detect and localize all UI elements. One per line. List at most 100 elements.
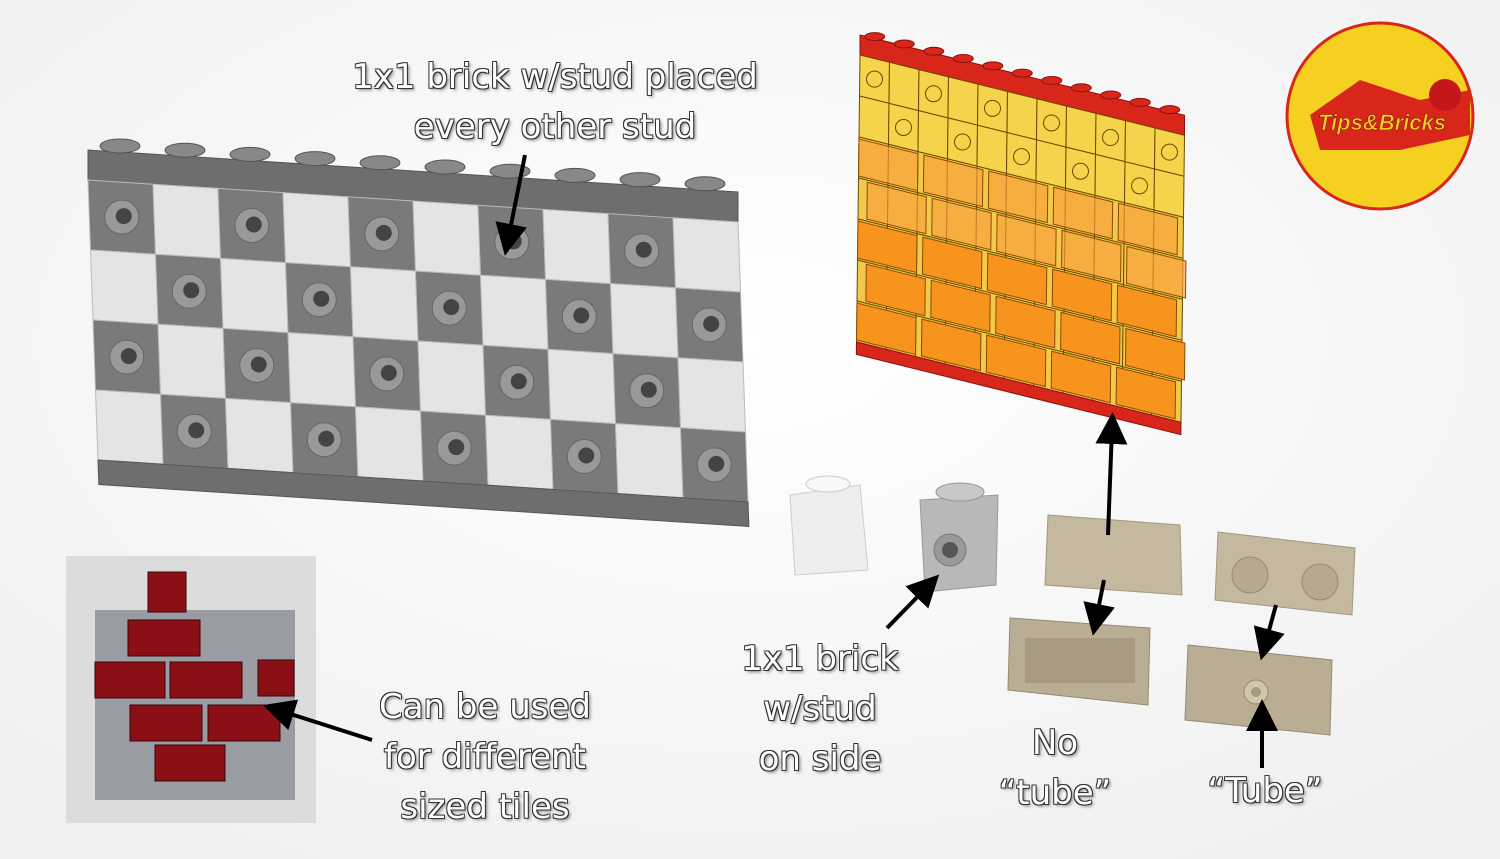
color-wall-cell [887, 102, 920, 153]
orange-tile [1061, 229, 1122, 283]
side-stud [1161, 143, 1178, 161]
arrows [262, 154, 1285, 768]
tan-plate-top [1214, 531, 1356, 616]
orange-tile [931, 197, 992, 251]
side-stud-hole [640, 381, 657, 398]
red-tile [154, 744, 226, 782]
color-wall-cell [917, 109, 949, 160]
side-stud-hole [115, 208, 132, 225]
stud [554, 167, 596, 183]
stud [359, 155, 401, 171]
stud [923, 46, 945, 56]
label-line: No [1031, 723, 1079, 763]
orange-tile [920, 318, 982, 372]
orange-tile [930, 279, 991, 333]
stud [424, 159, 466, 175]
stud [684, 176, 726, 192]
side-stud-hole [635, 241, 652, 258]
orange-tile [1050, 350, 1112, 404]
orange-tile [1125, 245, 1187, 299]
wall-brick [677, 357, 747, 433]
wall-brick [479, 274, 549, 350]
color-wall-cell [1094, 112, 1127, 163]
side-stud-hole [318, 430, 335, 447]
color-wall-cell [1006, 90, 1038, 141]
color-wall-cell [1094, 153, 1126, 204]
colored-tile-wall [855, 32, 1187, 436]
color-wall-cell [947, 76, 979, 126]
tan-tile-bottom-no-tube [1007, 617, 1151, 706]
orange-tile [921, 236, 983, 290]
stud [1159, 105, 1181, 115]
orange-tile [1124, 327, 1186, 381]
stud [1041, 75, 1063, 85]
wall-brick [94, 389, 164, 465]
tips-and-bricks-logo: Tips&Bricks [1285, 21, 1475, 211]
label-line: “tube” [998, 773, 1112, 813]
red-tile [127, 619, 201, 657]
color-bottom-plate [855, 341, 1182, 436]
tan-plate-bottom-tube [1184, 644, 1333, 736]
1x1-brick-with-side-stud [919, 482, 999, 593]
orange-tile [1116, 284, 1178, 338]
side-stud-hole [188, 422, 205, 439]
stud [164, 142, 206, 158]
side-stud [866, 70, 883, 88]
side-stud-hole [573, 307, 590, 324]
color-wall-cell [858, 95, 890, 145]
stud [1011, 68, 1033, 78]
label-line: for different [384, 737, 586, 777]
side-stud [895, 118, 912, 136]
wall-brick [614, 423, 684, 499]
label-line: “Tube” [1207, 771, 1323, 811]
side-stud [1072, 162, 1089, 180]
orange-tile [858, 138, 919, 192]
label-line: sized tiles [400, 787, 570, 827]
color-wall-cell [1005, 131, 1038, 182]
tan-tile-top [1044, 514, 1183, 596]
orange-tile [1051, 268, 1113, 322]
color-wall-cell [1124, 120, 1156, 170]
wall-brick [287, 332, 357, 408]
color-wall-cell [946, 117, 979, 167]
side-stud-hole [183, 282, 200, 299]
side-stud-hole [380, 364, 397, 381]
stud [952, 54, 974, 64]
side-stud-hole [578, 447, 595, 464]
label-line: 1x1 brick w/stud placed [352, 57, 758, 97]
stud [294, 151, 336, 167]
wall-brick [282, 192, 352, 268]
label-line: Can be used [378, 687, 591, 727]
side-stud [1013, 148, 1030, 166]
orange-tile [866, 181, 927, 235]
tile-photo [66, 556, 316, 823]
wall-brick [219, 257, 289, 334]
color-wall-cell [917, 68, 950, 119]
red-tile [147, 571, 187, 613]
orange-tile [987, 170, 1049, 224]
wall-brick [152, 183, 222, 259]
side-stud-hole [448, 439, 465, 456]
red-tile [169, 661, 243, 699]
red-tile [129, 704, 203, 742]
side-stud [984, 99, 1001, 117]
label-line: every other stud [413, 107, 697, 147]
orange-tile [986, 252, 1048, 306]
stud [1100, 90, 1122, 100]
stud [982, 61, 1004, 71]
stud [864, 32, 886, 42]
side-stud [954, 133, 971, 151]
svg-text:Tips&Bricks: Tips&Bricks [1318, 110, 1446, 135]
wall-brick [484, 414, 554, 490]
wall-brick [609, 283, 679, 359]
wall-brick [547, 348, 617, 425]
side-stud-hole [120, 348, 137, 365]
red-tile [207, 704, 281, 742]
side-stud-hole [245, 216, 262, 233]
stud [619, 172, 661, 188]
wall-brick [672, 217, 742, 293]
label-line: 1x1 brick [741, 639, 899, 679]
stud [99, 138, 141, 154]
wall-brick [417, 340, 487, 416]
